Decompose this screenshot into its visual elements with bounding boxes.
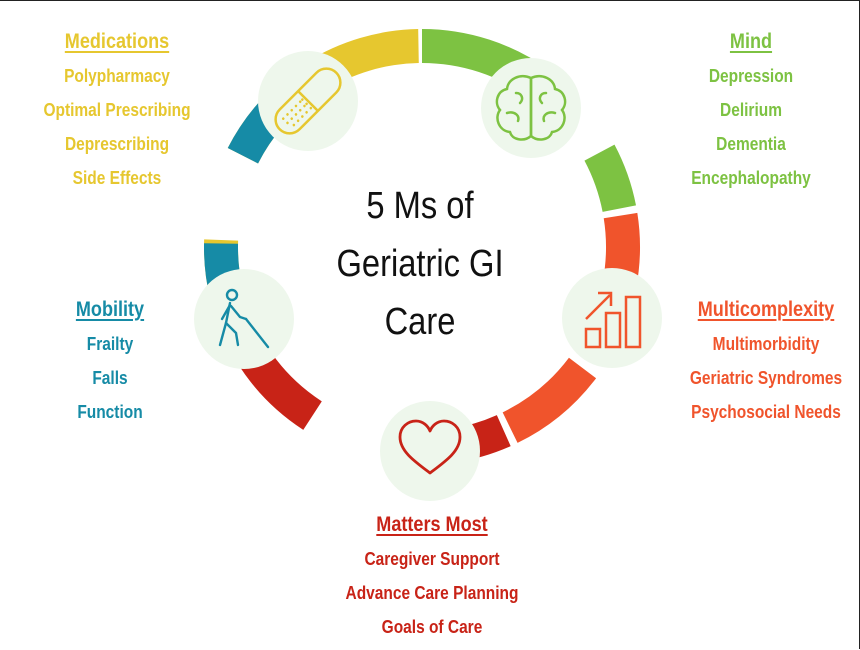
multicomplexity-heading: Multicomplexity	[697, 298, 835, 321]
matters-most-block: Matters Most Caregiver Support Advance C…	[327, 508, 537, 644]
medications-item: Polypharmacy	[64, 66, 170, 86]
medications-block: Medications Polypharmacy Optimal Prescri…	[16, 25, 217, 195]
mobility-item: Falls	[92, 368, 128, 388]
mind-item: Delirium	[720, 100, 782, 120]
mobility-heading: Mobility	[75, 298, 145, 321]
title-line: 5 Ms of	[366, 185, 474, 227]
mobility-icon-badge	[194, 269, 294, 369]
medications-item: Side Effects	[72, 168, 162, 188]
pill-icon	[274, 67, 342, 135]
mind-block: Mind Depression Delirium Dementia Enceph…	[683, 25, 819, 195]
center-title: 5 Ms of Geriatric GI Care	[317, 177, 523, 351]
multicomplexity-block: Multicomplexity Multimorbidity Geriatric…	[680, 293, 852, 429]
medications-heading: Medications	[64, 30, 170, 53]
matters-most-icon-badge	[380, 401, 480, 501]
medications-item: Deprescribing	[64, 134, 170, 154]
ring-segment-mind	[584, 144, 636, 212]
multicomplexity-item: Geriatric Syndromes	[689, 368, 843, 388]
mind-icon-badge	[481, 58, 581, 158]
matters-most-heading: Matters Most	[376, 513, 488, 536]
matters-most-item: Goals of Care	[381, 617, 483, 637]
matters-most-item: Caregiver Support	[364, 549, 500, 569]
title-line: Geriatric GI	[336, 243, 504, 285]
medications-icon-badge	[258, 51, 358, 151]
multicomplexity-item: Multimorbidity	[712, 334, 820, 354]
icon-background	[562, 268, 662, 368]
mind-item: Dementia	[716, 134, 786, 154]
bar-chart-growth-icon	[584, 291, 642, 349]
title-line: Care	[384, 301, 456, 343]
medications-item: Optimal Prescribing	[43, 100, 191, 120]
ring-segment-multicomplexity	[502, 357, 597, 443]
icon-background	[380, 401, 480, 501]
mind-item: Encephalopathy	[691, 168, 811, 188]
mobility-item: Function	[77, 402, 143, 422]
multicomplexity-icon-badge	[562, 268, 662, 368]
mobility-block: Mobility Frailty Falls Function	[57, 293, 164, 429]
heart-icon	[398, 419, 462, 475]
mind-heading: Mind	[729, 30, 773, 53]
multicomplexity-item: Psychosocial Needs	[691, 402, 841, 422]
matters-most-item: Advance Care Planning	[345, 583, 519, 603]
walking-person-cane-icon	[218, 288, 270, 349]
mind-item: Depression	[708, 66, 794, 86]
brain-icon	[495, 74, 567, 141]
mobility-item: Frailty	[86, 334, 134, 354]
